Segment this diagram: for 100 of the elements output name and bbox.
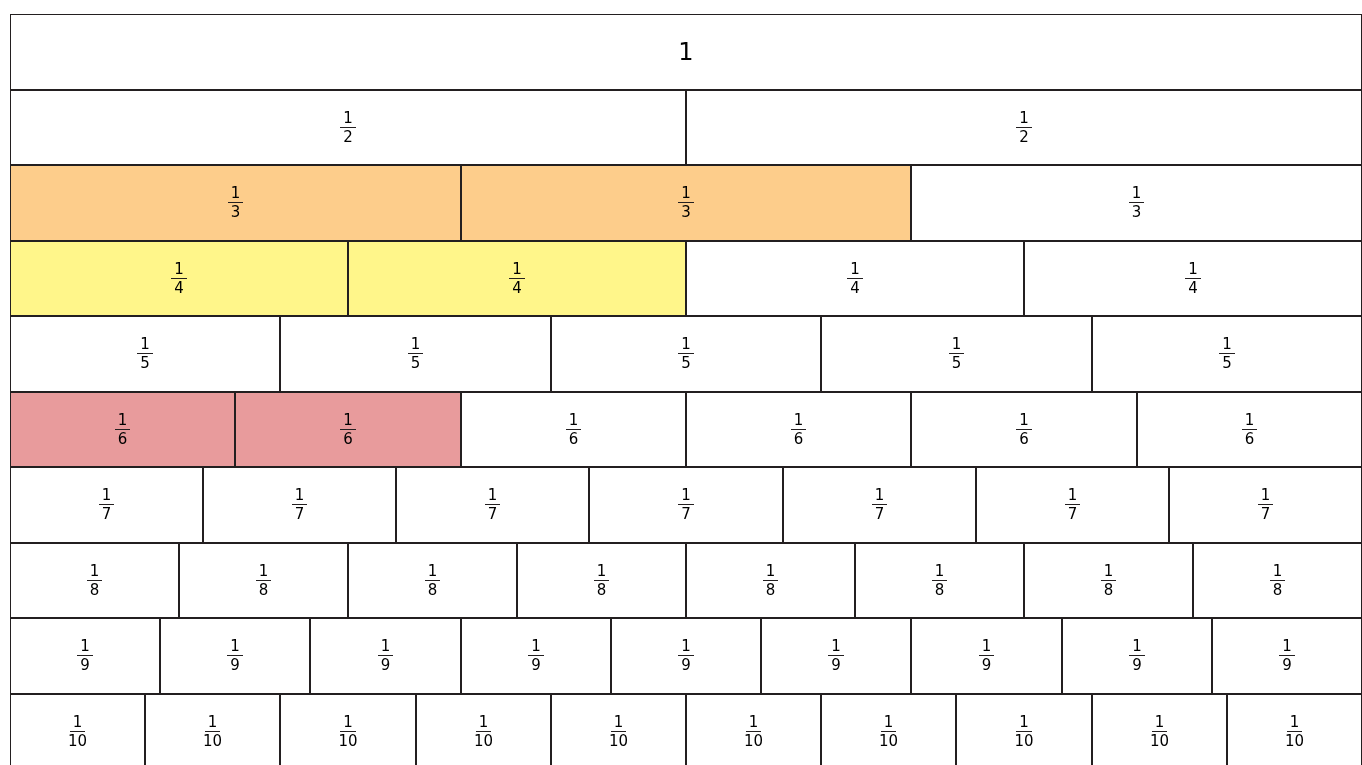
denominator: 6 [342, 429, 354, 448]
fraction-strip [348, 241, 686, 316]
fraction-strip [1024, 241, 1362, 316]
denominator: 8 [1271, 580, 1284, 599]
whole-number: 1 [678, 38, 694, 66]
fraction-strip [10, 467, 203, 543]
denominator: 10 [1013, 731, 1035, 750]
fraction-strip [821, 694, 956, 765]
denominator: 7 [1259, 505, 1272, 523]
fraction-strip [145, 694, 280, 765]
denominator: 3 [1130, 203, 1143, 221]
fraction-strip [10, 618, 160, 694]
numerator: 1 [678, 487, 694, 505]
denominator: 3 [680, 203, 692, 221]
numerator: 1 [204, 713, 221, 732]
numerator: 1 [948, 336, 965, 354]
numerator: 1 [1100, 562, 1117, 581]
denominator: 5 [1221, 354, 1233, 372]
fraction-strip [821, 316, 1092, 392]
denominator: 9 [379, 656, 392, 674]
fraction-strip [956, 694, 1092, 765]
numerator: 1 [1016, 713, 1032, 732]
numerator: 1 [1269, 562, 1286, 581]
numerator: 1 [227, 638, 243, 656]
denominator: 3 [229, 203, 242, 221]
fraction-strip [686, 543, 855, 618]
fraction-strip [1169, 467, 1362, 543]
fraction-strip [551, 316, 821, 392]
denominator: 7 [1066, 505, 1079, 523]
denominator: 7 [680, 505, 692, 523]
numerator: 1 [610, 713, 627, 732]
denominator: 10 [1283, 731, 1306, 750]
denominator: 7 [873, 505, 886, 523]
numerator: 1 [978, 638, 995, 656]
fraction-strip [461, 618, 611, 694]
numerator: 1 [828, 638, 844, 656]
fraction-strip [10, 316, 280, 392]
denominator: 9 [1131, 656, 1143, 674]
fraction-strip [686, 694, 821, 765]
fraction-strip [911, 165, 1362, 241]
denominator: 10 [337, 731, 359, 750]
denominator: 9 [229, 656, 241, 674]
numerator: 1 [114, 411, 131, 430]
fraction-strip [686, 241, 1024, 316]
fraction-strip [1193, 543, 1362, 618]
denominator: 2 [1018, 127, 1030, 146]
numerator: 1 [86, 562, 103, 581]
fraction-strip [783, 467, 976, 543]
fraction-strip [1024, 543, 1193, 618]
fraction-strip [686, 392, 911, 467]
numerator: 1 [137, 336, 153, 354]
numerator: 1 [1241, 411, 1258, 430]
denominator: 8 [257, 580, 270, 599]
fraction-strip [310, 618, 461, 694]
fraction-strip [179, 543, 348, 618]
fraction-strip [396, 467, 589, 543]
numerator: 1 [484, 487, 501, 505]
fraction-strip [10, 543, 179, 618]
fraction-strip [203, 467, 396, 543]
denominator: 10 [201, 731, 224, 750]
numerator: 1 [847, 260, 863, 279]
numerator: 1 [1286, 713, 1303, 732]
numerator: 1 [340, 109, 356, 128]
fraction-strip [911, 618, 1062, 694]
denominator: 4 [1187, 278, 1199, 297]
denominator: 6 [567, 429, 580, 448]
fraction-strip [911, 392, 1137, 467]
fraction-strip [235, 392, 461, 467]
numerator: 1 [678, 185, 694, 203]
numerator: 1 [424, 562, 441, 581]
denominator: 10 [66, 731, 89, 750]
numerator: 1 [678, 336, 694, 354]
denominator: 8 [764, 580, 777, 599]
fraction-strip [416, 694, 551, 765]
denominator: 4 [849, 278, 861, 297]
denominator: 5 [680, 354, 692, 372]
fraction-strip [551, 694, 686, 765]
denominator: 9 [680, 656, 692, 674]
denominator: 10 [877, 731, 900, 750]
numerator: 1 [528, 638, 544, 656]
denominator: 8 [88, 580, 101, 599]
numerator: 1 [509, 260, 525, 279]
numerator: 1 [931, 562, 948, 581]
fraction-strip [1062, 618, 1212, 694]
fraction-strip [1212, 618, 1362, 694]
numerator: 1 [1016, 411, 1032, 430]
numerator: 1 [678, 638, 694, 656]
fraction-strip [1227, 694, 1362, 765]
numerator: 1 [1016, 109, 1032, 128]
fraction-strip [855, 543, 1024, 618]
numerator: 1 [1064, 487, 1081, 505]
numerator: 1 [1257, 487, 1274, 505]
denominator: 9 [79, 656, 91, 674]
denominator: 10 [742, 731, 765, 750]
fraction-strip [280, 694, 416, 765]
numerator: 1 [1128, 185, 1145, 203]
numerator: 1 [593, 562, 610, 581]
numerator: 1 [340, 713, 356, 732]
numerator: 1 [98, 487, 115, 505]
fraction-strip [1092, 316, 1362, 392]
